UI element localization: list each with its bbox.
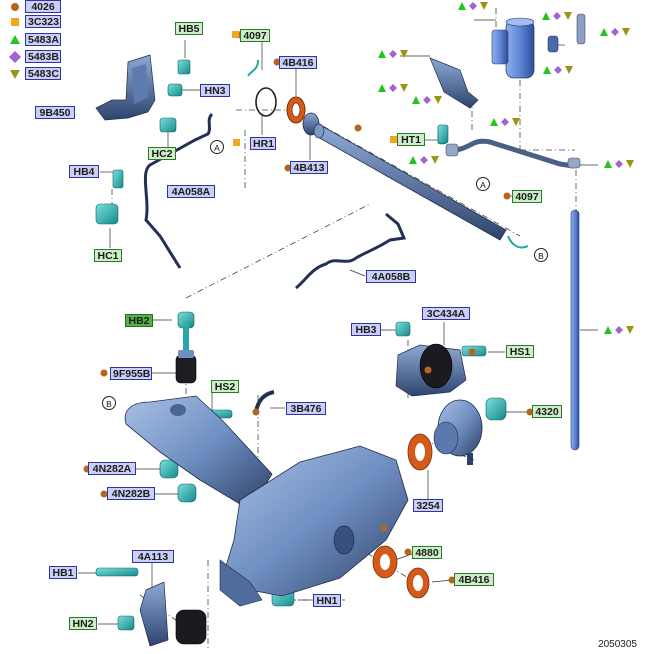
label-4n282b[interactable]: 4N282B <box>107 487 155 500</box>
cluster-icon <box>458 2 488 10</box>
label-hb5[interactable]: HB5 <box>175 22 203 35</box>
cluster-icon <box>378 50 408 58</box>
label-ht1[interactable]: HT1 <box>397 133 425 146</box>
label-3254[interactable]: 3254 <box>413 499 443 512</box>
marker-symbols <box>83 31 534 584</box>
label-hb3[interactable]: HB3 <box>351 323 381 336</box>
callout-b-right: B <box>534 248 548 262</box>
label-3b476[interactable]: 3B476 <box>286 402 326 415</box>
cluster-icon <box>490 118 520 126</box>
label-4a113[interactable]: 4A113 <box>132 550 174 563</box>
mount-9f955b <box>175 326 197 384</box>
label-4n282a[interactable]: 4N282A <box>88 462 136 475</box>
label-hn1[interactable]: HN1 <box>313 594 341 607</box>
legend-code: 5483B <box>25 50 61 63</box>
companion-flange <box>433 399 483 465</box>
legend-code: 3C323 <box>25 15 61 28</box>
label-4a058b[interactable]: 4A058B <box>366 270 416 283</box>
bracket-9b450 <box>95 54 156 121</box>
cluster-icon <box>542 12 572 20</box>
oring-hr1 <box>255 87 277 117</box>
vertical-tube <box>570 209 580 451</box>
label-hs2[interactable]: HS2 <box>211 380 239 393</box>
label-3c434a[interactable]: 3C434A <box>422 307 470 320</box>
callout-a-left: A <box>210 140 224 154</box>
circle-brown-icon <box>11 3 19 11</box>
bracket-4a113 <box>139 581 207 647</box>
square-orange-icon <box>11 18 19 26</box>
label-hr1[interactable]: HR1 <box>250 137 276 150</box>
legend-code: 5483C <box>25 67 61 80</box>
label-hc2[interactable]: HC2 <box>148 147 176 160</box>
label-hc1[interactable]: HC1 <box>94 249 122 262</box>
vent-tube-4a058b <box>295 212 407 290</box>
label-9f955b[interactable]: 9F955B <box>110 367 152 380</box>
label-4a058a[interactable]: 4A058A <box>167 185 215 198</box>
legend-code: 5483A <box>25 33 61 46</box>
canister-assembly <box>429 13 586 169</box>
label-hn3[interactable]: HN3 <box>200 84 230 97</box>
pipe-3b476 <box>254 390 275 413</box>
label-hn2[interactable]: HN2 <box>69 617 97 630</box>
cluster-icon <box>604 160 634 168</box>
cluster-icon <box>378 84 408 92</box>
label-hb1[interactable]: HB1 <box>49 566 77 579</box>
label-4b416-top[interactable]: 4B416 <box>279 56 317 69</box>
cluster-icon <box>604 326 634 334</box>
triangle-green-icon <box>10 35 20 44</box>
callout-b-left: B <box>102 396 116 410</box>
cluster-icon <box>543 66 573 74</box>
cluster-icon <box>409 156 439 164</box>
legend-code: 4026 <box>25 0 61 13</box>
diamond-purple-icon <box>9 51 21 63</box>
label-hs1[interactable]: HS1 <box>506 345 534 358</box>
teal-fasteners <box>95 59 507 631</box>
label-4b416-bottom[interactable]: 4B416 <box>454 573 494 586</box>
label-4097-top[interactable]: 4097 <box>240 29 270 42</box>
label-4097-right[interactable]: 4097 <box>512 190 542 203</box>
cluster-icon <box>600 28 630 36</box>
label-hb2[interactable]: HB2 <box>125 314 153 327</box>
label-4880[interactable]: 4880 <box>412 546 442 559</box>
seals-lower <box>372 433 433 599</box>
cluster-icon <box>412 96 442 104</box>
label-hb4[interactable]: HB4 <box>69 165 99 178</box>
label-9b450[interactable]: 9B450 <box>35 106 75 119</box>
label-4b413[interactable]: 4B413 <box>290 161 328 174</box>
reference-number: 2050305 <box>598 639 637 650</box>
callout-a-right: A <box>476 177 490 191</box>
vent-tube-4a058a <box>143 112 214 269</box>
triangle-down-olive-icon <box>10 70 20 79</box>
label-4320[interactable]: 4320 <box>532 405 562 418</box>
axle-housing <box>124 395 409 607</box>
